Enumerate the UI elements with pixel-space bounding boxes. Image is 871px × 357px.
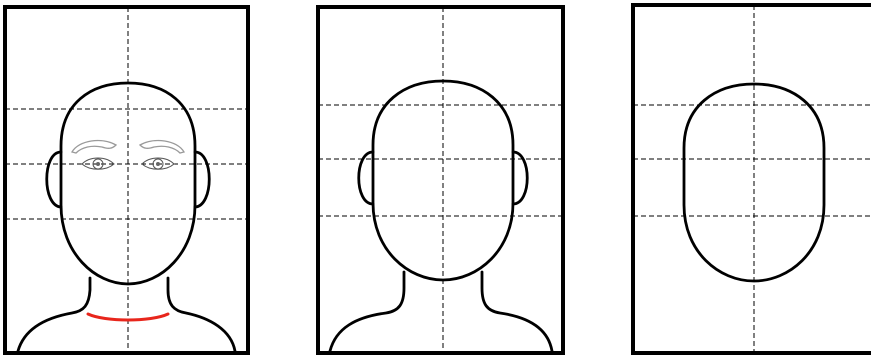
panel-full-portrait [5,7,248,353]
panel-2-left-ear [359,152,373,204]
panel-1-right-eyebrow [140,141,184,153]
panel-1-right-pupil [156,162,160,166]
panel-head-oval-only [633,5,871,353]
panel-2-right-ear [513,152,527,204]
panel-1-frame [5,7,248,353]
panel-1-right-shoulder [168,278,235,351]
panel-2-left-shoulder [330,272,404,351]
panel-1-left-eyebrow [72,141,116,153]
panel-head-ears-shoulders [318,7,563,353]
panel-2-right-shoulder [482,272,552,351]
panel-1-left-ear [47,152,61,207]
panel-1-right-ear [195,152,209,207]
panel-1-left-shoulder [18,278,90,351]
panel-3-frame [633,5,871,353]
panel-1-left-pupil [96,162,100,166]
